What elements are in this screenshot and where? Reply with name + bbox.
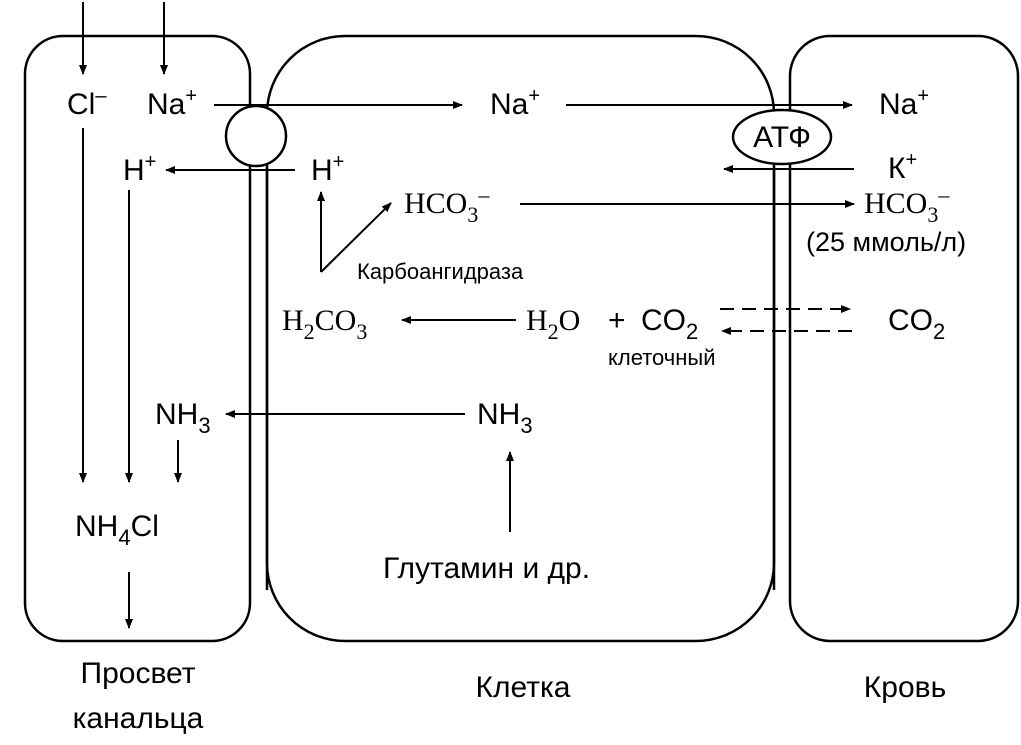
carbonic-anhydrase-label: Карбоангидраза	[357, 259, 524, 284]
lumen-title-line1: Просвет	[81, 657, 196, 690]
blood-title: Кровь	[864, 671, 946, 704]
glutamine-label: Глутамин и др.	[383, 552, 590, 585]
atpase-ellipse	[731, 108, 833, 166]
arrow-h2co3-to-hco3	[320, 202, 392, 273]
blood-na-label: Na+	[879, 85, 929, 121]
blood-k-label: К+	[888, 149, 917, 185]
atp-label: АТФ	[753, 121, 811, 154]
lumen-nh4cl-label: NH4Cl	[75, 510, 159, 550]
cell-h2o-label: H2O	[526, 304, 580, 344]
cell-title: Клетка	[476, 671, 571, 704]
lumen-compartment	[23, 34, 252, 643]
cell-h2co3-label: H2CO3	[282, 304, 367, 344]
lumen-nh3-label: NH3	[155, 398, 211, 438]
blood-compartment	[788, 34, 1020, 643]
plus-sign: +	[608, 304, 626, 337]
lumen-title-line2: канальца	[73, 702, 204, 735]
lumen-h-label: H+	[123, 151, 156, 187]
cell-co2-label: CO2	[641, 304, 698, 344]
cellular-co2-note: клеточный	[608, 345, 716, 370]
cell-h-label: H+	[311, 151, 344, 187]
cell-nh3-label: NH3	[477, 398, 533, 438]
lumen-na-label: Na+	[147, 85, 197, 121]
cell-na-label: Na+	[490, 85, 540, 121]
na-h-exchanger-circle	[224, 104, 288, 168]
blood-hco3-label: HCO3–	[864, 182, 950, 227]
blood-co2-label: CO2	[888, 304, 945, 344]
cell-hco3-label: HCO3–	[404, 182, 490, 227]
blood-hco3-concentration: (25 ммоль/л)	[806, 227, 966, 257]
lumen-cl-label: Cl–	[67, 85, 107, 121]
